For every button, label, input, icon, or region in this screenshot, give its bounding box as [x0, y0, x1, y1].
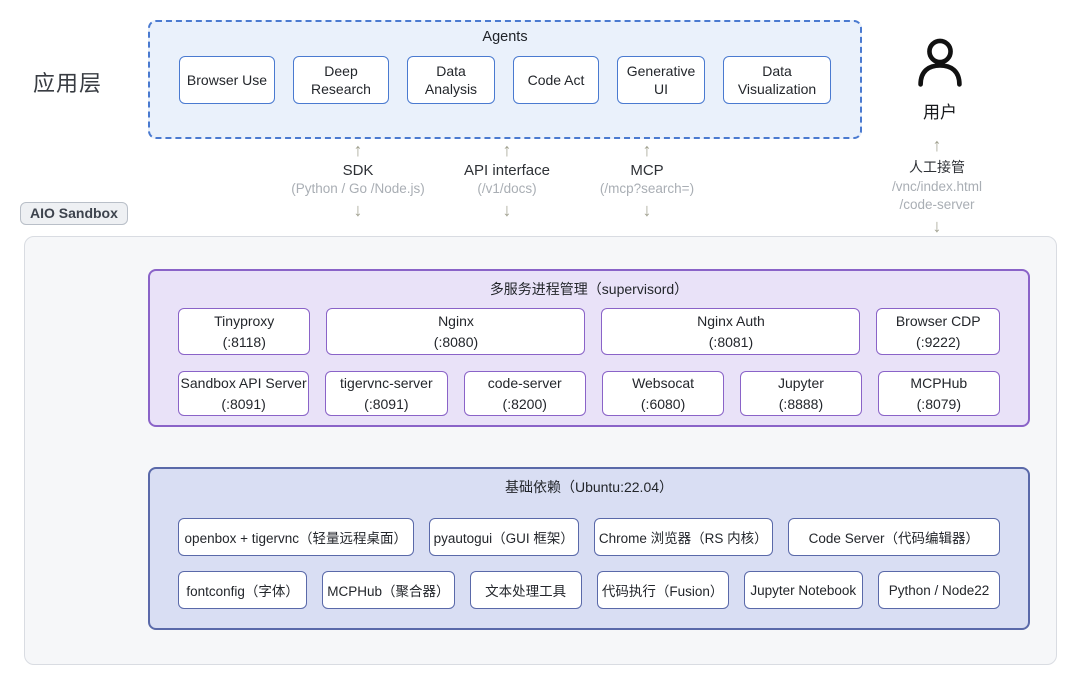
service-name: code-server — [487, 374, 562, 391]
service-port: (:6080) — [640, 395, 686, 412]
service-port: (:9222) — [916, 333, 961, 350]
service-name: Browser CDP — [895, 312, 981, 329]
service-port: (:8079) — [916, 395, 961, 412]
service-port: (:8200) — [502, 395, 547, 412]
connector-subtitle: (/mcp?search=) — [599, 181, 695, 196]
service-item-tigervnc-server: tigervnc-server (:8091) — [325, 371, 448, 416]
base-item-text-tools: 文本处理工具 — [469, 571, 582, 609]
base-item-jupyter-notebook: Jupyter Notebook — [743, 571, 863, 609]
arrow-down-icon: ↓ — [502, 200, 512, 221]
base-item-fontconfig: fontconfig（字体） — [178, 571, 308, 609]
agent-item-code-act: Code Act — [513, 56, 599, 104]
connector-subtitle: /vnc/index.html — [891, 179, 983, 194]
agent-item-browser-use: Browser Use — [179, 56, 275, 104]
arrow-up-icon: ↑ — [502, 140, 512, 160]
base-item-openbox-tigervnc: openbox + tigervnc（轻量远程桌面） — [178, 518, 414, 556]
base-item-code-exec: 代码执行（Fusion） — [596, 571, 729, 609]
base-item-mcphub: MCPHub（聚合器） — [322, 571, 455, 609]
arrow-up-icon: ↑ — [932, 135, 942, 155]
service-item-jupyter: Jupyter (:8888) — [740, 371, 862, 416]
connector-title: SDK — [342, 162, 374, 179]
service-name: Nginx — [438, 312, 474, 329]
arrow-down-icon: ↓ — [642, 200, 652, 221]
agents-title: Agents — [482, 29, 528, 45]
arrow-down-icon: ↓ — [353, 200, 363, 221]
base-item-pyautogui: pyautogui（GUI 框架） — [428, 518, 579, 556]
agents-row: Browser Use Deep Research Data Analysis … — [150, 56, 860, 104]
base-box-title: 基础依赖（Ubuntu:22.04） — [504, 479, 674, 495]
service-name: Tinyproxy — [214, 312, 275, 329]
service-name: Jupyter — [777, 374, 824, 391]
connector-mcp: ↑ MCP (/mcp?search=) ↓ — [557, 141, 737, 219]
service-item-nginx-auth: Nginx Auth (:8081) — [601, 308, 861, 355]
user-icon — [903, 36, 977, 94]
service-port: (:8081) — [708, 333, 754, 350]
service-name: Sandbox API Server — [180, 374, 307, 391]
connector-sdk: ↑ SDK (Python / Go /Node.js) ↓ — [268, 141, 448, 219]
connector-title: MCP — [630, 162, 664, 179]
service-box-title: 多服务进程管理（supervisord） — [489, 281, 689, 297]
service-port: (:8080) — [433, 333, 479, 350]
service-item-tinyproxy: Tinyproxy (:8118) — [178, 308, 311, 355]
agents-group-box: Agents Browser Use Deep Research Data An… — [148, 20, 862, 139]
base-row-1: openbox + tigervnc（轻量远程桌面） pyautogui（GUI… — [150, 518, 1028, 556]
service-port: (:8091) — [364, 395, 409, 412]
base-item-chrome: Chrome 浏览器（RS 内核） — [593, 518, 773, 556]
service-item-mcphub: MCPHub (:8079) — [877, 371, 1000, 416]
service-name: tigervnc-server — [340, 374, 433, 391]
connector-human-takeover: ↑ 人工接管 /vnc/index.html /code-server ↓ — [847, 136, 1027, 235]
agent-item-generative-ui: Generative UI — [617, 56, 705, 104]
connector-subtitle: (/v1/docs) — [477, 181, 537, 196]
service-item-nginx: Nginx (:8080) — [326, 308, 586, 355]
agent-item-deep-research: Deep Research — [293, 56, 389, 104]
service-name: MCPHub — [910, 374, 968, 391]
service-layer-box: 多服务进程管理（supervisord） Tinyproxy (:8118) N… — [148, 269, 1030, 427]
base-item-python-node: Python / Node22 — [877, 571, 1000, 609]
agent-item-data-visualization: Data Visualization — [723, 56, 831, 104]
arrow-up-icon: ↑ — [642, 140, 652, 160]
connector-title: API interface — [464, 162, 550, 179]
agent-item-data-analysis: Data Analysis — [407, 56, 495, 104]
connector-subtitle: /code-server — [899, 197, 975, 213]
service-item-sandbox-api-server: Sandbox API Server (:8091) — [178, 371, 310, 416]
connector-api-interface: ↑ API interface (/v1/docs) ↓ — [417, 141, 597, 219]
arrow-up-icon: ↑ — [353, 140, 363, 160]
service-port: (:8091) — [221, 395, 266, 412]
connector-title: 人工接管 — [909, 159, 965, 175]
service-row-2: Sandbox API Server (:8091) tigervnc-serv… — [150, 371, 1028, 416]
service-port: (:8888) — [778, 395, 824, 412]
base-row-2: fontconfig（字体） MCPHub（聚合器） 文本处理工具 代码执行（F… — [150, 571, 1028, 609]
base-item-code-server: Code Server（代码编辑器） — [787, 518, 1000, 556]
service-port: (:8118) — [222, 333, 266, 350]
service-item-browser-cdp: Browser CDP (:9222) — [876, 308, 1001, 355]
service-row-1: Tinyproxy (:8118) Nginx (:8080) Nginx Au… — [150, 308, 1028, 355]
base-layer-box: 基础依赖（Ubuntu:22.04） openbox + tigervnc（轻量… — [148, 467, 1030, 630]
user-label: 用户 — [923, 103, 957, 122]
arrow-down-icon: ↓ — [932, 216, 942, 237]
service-name: Websocat — [632, 374, 695, 391]
connector-subtitle: (Python / Go /Node.js) — [291, 181, 425, 196]
app-layer-label: 应用层 — [33, 71, 103, 96]
service-name: Nginx Auth — [697, 312, 765, 329]
service-item-websocat: Websocat (:6080) — [601, 371, 725, 416]
aio-sandbox-badge: AIO Sandbox — [20, 202, 128, 225]
service-item-code-server: code-server (:8200) — [463, 371, 586, 416]
user-group: 用户 — [903, 36, 977, 123]
